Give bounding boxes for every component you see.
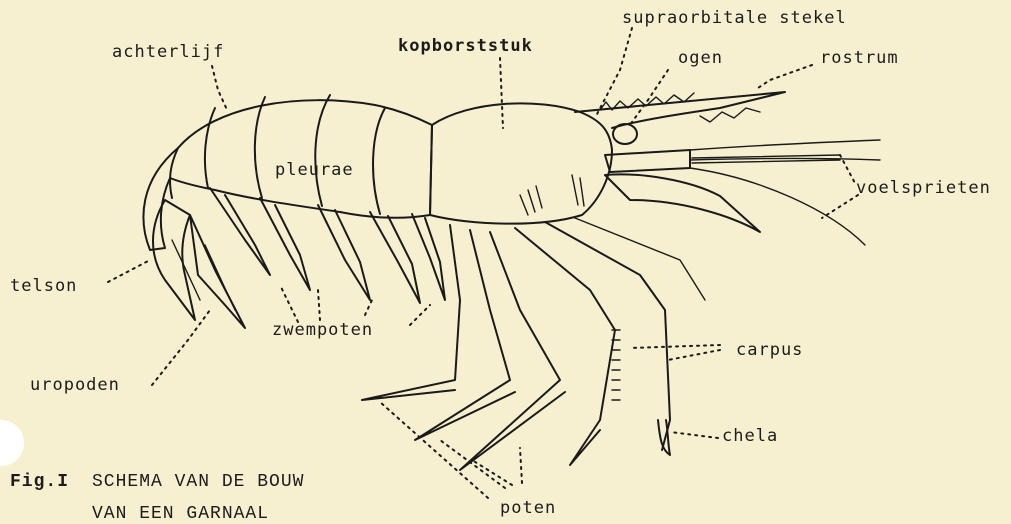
leader-kopborststuk [500, 58, 503, 128]
carapace-outline [430, 103, 612, 223]
pleopod-4 [370, 212, 420, 303]
leader-voelsprieten-b [822, 195, 858, 218]
leader-supraorbitale [595, 28, 632, 118]
antenna-base [605, 174, 760, 232]
leader-chela [670, 432, 718, 438]
gill-bristles [520, 175, 584, 215]
figure-number: Fig.I [10, 472, 69, 492]
label-telson: telson [10, 276, 77, 296]
pleopod-3 [318, 205, 370, 300]
label-pleurae: pleurae [275, 160, 354, 180]
label-rostrum: rostrum [820, 48, 899, 68]
leg-4 [515, 228, 615, 465]
abdomen-segment-1 [205, 108, 215, 188]
label-supraorbitale-stekel: supraorbitale stekel [622, 8, 847, 28]
leg-5 [545, 222, 670, 450]
antenna-1 [690, 140, 880, 150]
leader-achterlijf [212, 66, 228, 112]
label-kopborststuk: kopborststuk [398, 36, 533, 56]
abdomen-segment-3 [315, 95, 330, 206]
label-ogen: ogen [678, 48, 723, 68]
antenna-2 [690, 159, 880, 161]
abdomen-segment-2 [255, 97, 265, 198]
leader-poten-a [380, 402, 488, 498]
leader-zwempoten-b [318, 290, 320, 320]
label-achterlijf: achterlijf [112, 42, 224, 62]
label-carpus: carpus [736, 340, 803, 360]
label-zwempoten: zwempoten [272, 320, 373, 340]
abdomen-segment-4 [373, 108, 385, 214]
uropod-inner [172, 240, 200, 300]
leader-rostrum [755, 65, 812, 90]
leg-2 [415, 230, 515, 440]
leader-zwempoten-d [410, 305, 430, 325]
label-voelsprieten: voelsprieten [856, 178, 991, 198]
label-chela: chela [722, 426, 778, 446]
leg-3 [460, 232, 565, 470]
antenna-segmented-b [692, 160, 840, 163]
leg-6 [575, 218, 705, 300]
leader-ogen [632, 70, 668, 122]
antennal-peduncle [605, 150, 690, 172]
leader-zwempoten-a [280, 285, 298, 322]
label-poten: poten [500, 498, 556, 518]
leader-poten-c [472, 460, 512, 485]
leader-carpus-a [630, 345, 720, 348]
leader-carpus-b [668, 350, 720, 360]
leg-1 [362, 225, 460, 400]
figure-caption-line-2: VAN EEN GARNAAL [92, 504, 269, 524]
leader-zwempoten-c [365, 300, 372, 315]
uropod-outline [153, 200, 195, 320]
figure-caption-line-1: SCHEMA VAN DE BOUW [92, 472, 304, 492]
eye [613, 124, 637, 144]
pleopod-2 [260, 198, 310, 290]
leader-poten-d [520, 448, 522, 483]
leader-telson [108, 260, 150, 282]
antenna-segmented [692, 155, 840, 158]
label-uropoden: uropoden [30, 375, 120, 395]
carpus-segments [612, 330, 620, 400]
leader-uropoden [152, 310, 210, 385]
